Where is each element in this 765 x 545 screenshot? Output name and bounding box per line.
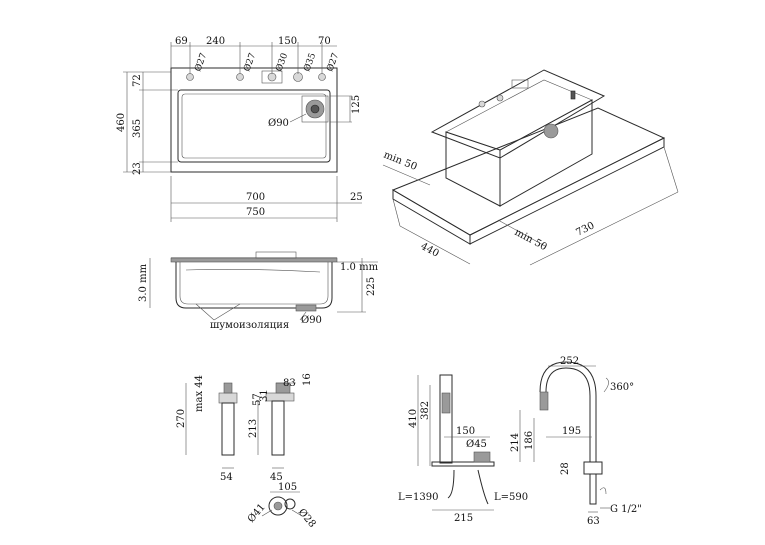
dim-23: 23	[132, 162, 143, 175]
faucet-dim-195: 195	[562, 426, 581, 437]
dim-83: 83	[283, 378, 296, 389]
faucet-side-head	[539, 391, 549, 411]
faucet-rotation: 360°	[610, 382, 634, 393]
faucet-spout	[545, 367, 591, 462]
dim-69: 69	[175, 36, 188, 47]
countertop	[391, 107, 666, 236]
min-50-left: min 50	[382, 150, 419, 173]
faucet-spout-height: 382	[420, 401, 431, 420]
faucet-dim-28: 28	[560, 462, 571, 475]
dim-365: 365	[132, 119, 143, 138]
side-drain	[295, 304, 317, 312]
dim-25: 25	[350, 192, 363, 203]
faucet-base-width: 215	[454, 513, 473, 524]
faucet-base: 63	[587, 516, 600, 527]
hole-label-5: Ø27	[324, 51, 341, 73]
drain-box	[301, 95, 329, 123]
insulation-line	[185, 269, 321, 273]
dim-213: 213	[248, 419, 259, 438]
bottom-hole-1-label: Ø41	[246, 502, 268, 525]
sink-side-view: 3.0 mm 1.0 mm 225 шумоизоляция Ø90	[138, 251, 379, 331]
tap-hole-1	[186, 73, 194, 81]
dim-440: 440	[419, 241, 441, 260]
hole-label-1: Ø27	[192, 51, 209, 73]
tap-hole-5	[318, 73, 326, 81]
hole-label-3: Ø30	[273, 51, 290, 73]
dispenser-max: max 44	[194, 375, 205, 412]
dim-150: 150	[278, 36, 297, 47]
drain-label: Ø90	[268, 118, 289, 129]
faucet-reach: 252	[560, 356, 579, 367]
dim-105: 105	[278, 482, 297, 493]
hole-label-2: Ø27	[241, 51, 258, 73]
faucet-dim-150: 150	[456, 426, 475, 437]
sink-rim	[430, 69, 606, 159]
dispenser-height: 270	[176, 409, 187, 428]
insulation-label: шумоизоляция	[210, 320, 289, 331]
dispenser-front-view: 270 max 44 54	[176, 375, 238, 483]
hose-length-1: L=1390	[398, 492, 438, 503]
sink-top-view: 69 240 150 70 Ø27 Ø27 Ø30 Ø35 Ø27 460 72…	[116, 36, 363, 222]
dim-72: 72	[132, 74, 143, 87]
dispenser-width: 54	[220, 472, 233, 483]
depth-225: 225	[366, 277, 377, 296]
perspective-drain	[543, 123, 559, 139]
min-50-right: min 50	[513, 227, 549, 253]
sink-perspective-view: min 50 440 min 50 730	[382, 69, 679, 266]
faucet-front-view: 410 382 150 Ø45 L=1390 L=590 215	[398, 374, 528, 524]
perspective-tap-hole	[570, 90, 576, 100]
sink-bowl-inner	[181, 93, 327, 159]
hose-length-2: L=590	[494, 492, 528, 503]
drain-size: 125	[351, 95, 362, 114]
dispenser-pump	[223, 382, 233, 394]
dim-31: 31	[259, 389, 270, 402]
faucet-side-view: 252 360° 214 186 195 28 G 1/2" 63	[510, 356, 642, 527]
faucet-diameter: Ø45	[466, 439, 487, 450]
hose-1	[447, 469, 455, 499]
dim-45: 45	[270, 472, 283, 483]
sink-outline	[170, 67, 338, 173]
hole-label-4: Ø35	[301, 51, 318, 73]
dim-240: 240	[206, 36, 225, 47]
dim-57: 57	[252, 393, 263, 406]
sink-bowl	[177, 89, 331, 163]
faucet-handle	[473, 451, 491, 463]
dispenser-bottom-view: 105 Ø41 Ø28	[246, 482, 318, 530]
hose-2	[477, 469, 489, 505]
wall-thickness: 3.0 mm	[138, 263, 149, 302]
bottom-hole-2-label: Ø28	[296, 507, 318, 530]
faucet-height: 410	[408, 409, 419, 428]
faucet-height-2: 186	[524, 431, 535, 450]
tap-hole-2	[236, 73, 244, 81]
dispenser-side-view: 83 16 57 31 213 45	[248, 373, 313, 483]
dim-460: 460	[116, 113, 127, 132]
dim-730: 730	[574, 220, 596, 238]
bottom-hole-1	[268, 496, 288, 516]
dim-750: 750	[246, 207, 265, 218]
dispenser-body	[221, 402, 235, 456]
faucet-height-1: 214	[510, 433, 521, 452]
bottom-hole-2	[284, 498, 296, 510]
dim-16: 16	[302, 373, 313, 386]
tap-hole-3	[267, 72, 277, 82]
edge-thickness: 1.0 mm	[340, 262, 379, 273]
faucet-thread: G 1/2"	[610, 504, 642, 515]
dim-70: 70	[318, 36, 331, 47]
faucet-body	[439, 374, 453, 464]
drain-center	[310, 104, 320, 114]
side-drain-label: Ø90	[301, 315, 322, 326]
dispenser-side-body	[271, 400, 285, 456]
faucet-head	[441, 392, 451, 414]
dim-700: 700	[246, 192, 265, 203]
